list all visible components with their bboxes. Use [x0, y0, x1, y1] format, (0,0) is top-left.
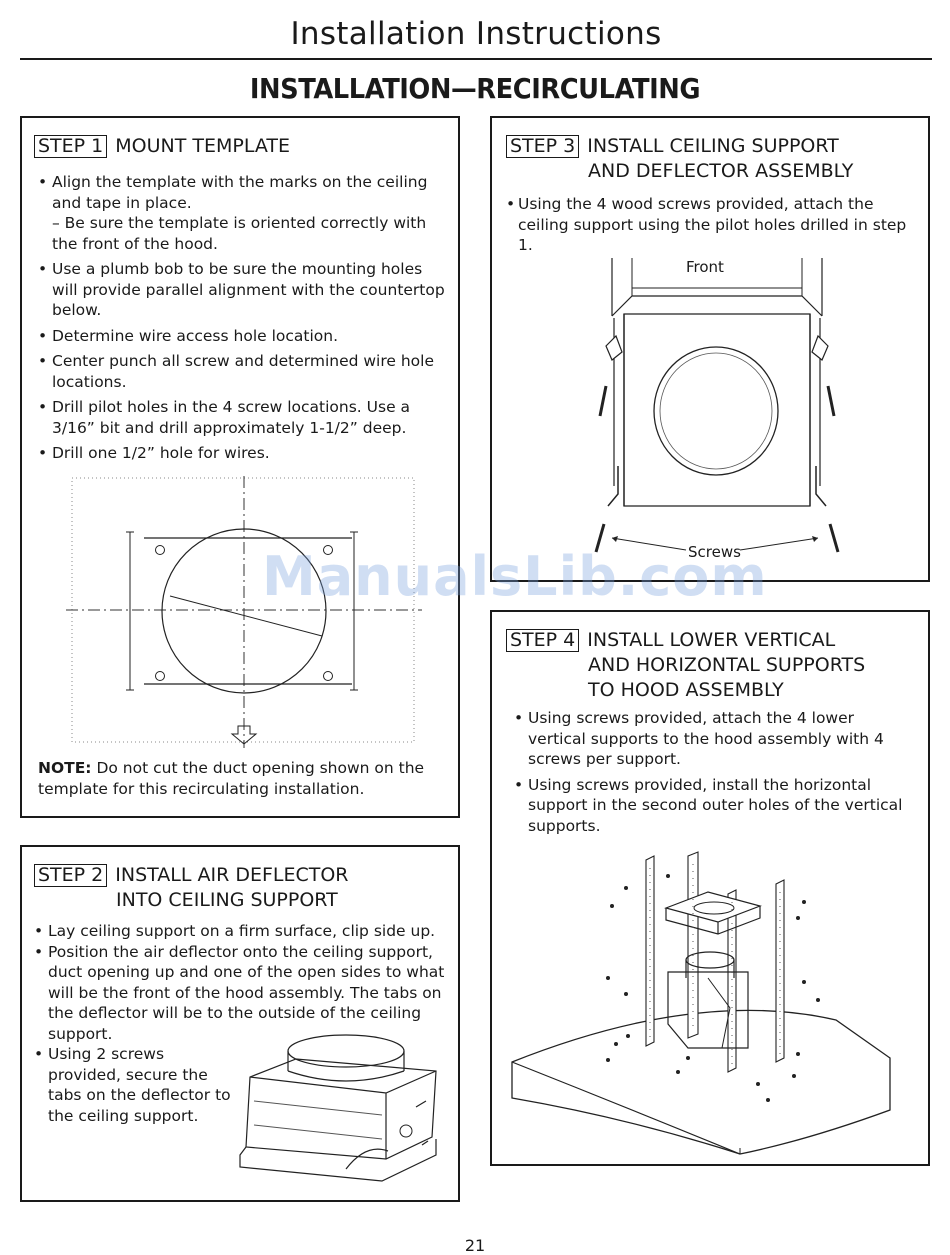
step1-bullet-4: Center punch all screw and determined wi… [38, 351, 448, 392]
step1-bullet-1-text: Align the template with the marks on the… [52, 173, 428, 212]
step4-bullets: Using screws provided, attach the 4 lowe… [514, 708, 914, 841]
label-front: Front [686, 258, 724, 276]
step3-heading: STEP 3 INSTALL CEILING SUPPORT AND DEFLEC… [506, 134, 853, 184]
step4-heading: STEP 4 INSTALL LOWER VERTICAL AND HORIZON… [506, 628, 865, 703]
step2-bullet-3: Using 2 screws provided, secure the tabs… [34, 1044, 238, 1126]
step2-bullets: Lay ceiling support on a firm surface, c… [34, 921, 446, 1131]
step1-box: STEP 1 MOUNT TEMPLATE Align the template … [20, 116, 460, 818]
step1-sub-bullet: – Be sure the template is oriented corre… [52, 214, 427, 253]
step3-bullet-1: Using the 4 wood screws provided, attach… [506, 194, 920, 256]
step4-title-line1: INSTALL LOWER VERTICAL [587, 629, 836, 651]
ceiling-support-diagram [594, 258, 840, 553]
step1-note: NOTE: Do not cut the duct opening shown … [38, 758, 448, 799]
step3-box: STEP 3 INSTALL CEILING SUPPORT AND DEFLEC… [490, 116, 930, 582]
label-screws: Screws [688, 543, 741, 561]
step2-title-line1: INSTALL AIR DEFLECTOR [115, 864, 349, 886]
step4-title-line2: AND HORIZONTAL SUPPORTS [588, 654, 866, 676]
step1-bullet-2: Use a plumb bob to be sure the mounting … [38, 259, 448, 321]
page-number: 21 [464, 1236, 486, 1255]
step4-box: STEP 4 INSTALL LOWER VERTICAL AND HORIZON… [490, 610, 930, 1166]
step1-heading: STEP 1 MOUNT TEMPLATE [34, 134, 290, 159]
step1-title: MOUNT TEMPLATE [115, 135, 290, 157]
page-header: Installation Instructions [20, 10, 932, 60]
step4-bullet-2: Using screws provided, install the horiz… [514, 775, 914, 837]
template-diagram [66, 476, 422, 748]
step1-number: STEP 1 [34, 135, 108, 158]
step4-title-line3: TO HOOD ASSEMBLY [588, 679, 784, 701]
section-title: INSTALLATION—RECIRCULATING [249, 72, 701, 105]
page-header-title: Installation Instructions [290, 16, 662, 52]
step2-box: STEP 2 INSTALL AIR DEFLECTOR INTO CEILING… [20, 845, 460, 1202]
step1-bullet-3: Determine wire access hole location. [38, 326, 448, 347]
step3-title-line1: INSTALL CEILING SUPPORT [587, 135, 839, 157]
step1-bullet-5: Drill pilot holes in the 4 screw locatio… [38, 397, 448, 438]
step1-bullet-1: Align the template with the marks on the… [38, 172, 448, 254]
step3-bullets: Using the 4 wood screws provided, attach… [506, 194, 920, 261]
step3-number: STEP 3 [506, 135, 580, 158]
step1-bullets: Align the template with the marks on the… [38, 172, 448, 469]
step2-heading: STEP 2 INSTALL AIR DEFLECTOR INTO CEILING… [34, 863, 349, 913]
deflector-diagram [239, 1034, 437, 1182]
watermark: ManualsLib.com [262, 545, 768, 608]
hood-assembly-diagram [511, 851, 891, 1155]
step2-title-line2: INTO CEILING SUPPORT [116, 889, 338, 911]
step1-note-label: NOTE: [38, 759, 92, 777]
step2-number: STEP 2 [34, 864, 108, 887]
step4-bullet-1: Using screws provided, attach the 4 lowe… [514, 708, 914, 770]
step2-bullet-2: Position the air deflector onto the ceil… [34, 942, 446, 1045]
step4-number: STEP 4 [506, 629, 580, 652]
step3-title-line2: AND DEFLECTOR ASSEMBLY [588, 160, 854, 182]
step2-bullet-1: Lay ceiling support on a firm surface, c… [34, 921, 446, 942]
step1-bullet-6: Drill one 1/2” hole for wires. [38, 443, 448, 464]
step1-note-text: Do not cut the duct opening shown on the… [38, 759, 425, 798]
